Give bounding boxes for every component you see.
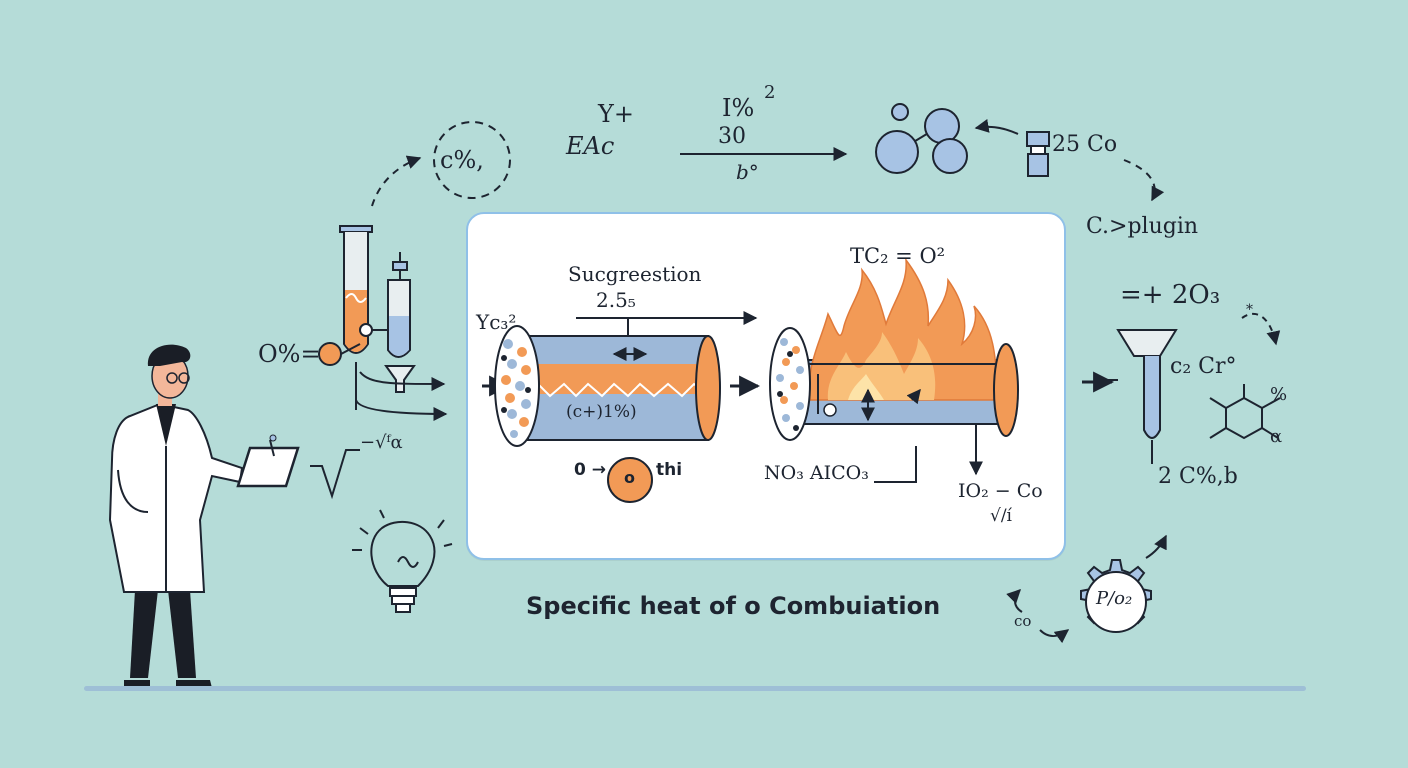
label-tc2: TC₂ = O² — [850, 244, 946, 268]
label-c2cr: c₂ Cr° — [1170, 354, 1237, 379]
label-io2: IO₂ − Co — [958, 480, 1043, 502]
label-c-percent: c%, — [440, 146, 484, 174]
scientist-figure — [108, 344, 244, 688]
label-no3: NO₃ AICO₃ — [764, 462, 869, 484]
ground-line — [84, 686, 1306, 691]
lightbulb-icon — [352, 509, 453, 613]
molecule-structure-icon — [1209, 384, 1281, 440]
label-alpha: α — [1270, 426, 1283, 447]
label-thi: thi — [656, 460, 683, 480]
label-co: co — [1014, 612, 1032, 630]
label-b-deg: b° — [736, 160, 759, 184]
label-c-percent-inner: (c+)1%) — [566, 402, 637, 422]
sqrt-icon — [310, 449, 360, 500]
reaction-panel: Yc₃² Sucgreestion 2.5₅ (c+)1%) 0 → o thi… — [466, 212, 1066, 560]
tablet-icon — [236, 434, 300, 488]
label-co25: 25 Co — [1052, 132, 1118, 157]
label-sqrt-a: −√ᶠα — [360, 432, 403, 453]
orange-ball-icon — [318, 342, 342, 366]
label-value-25: 2.5₅ — [596, 288, 636, 312]
label-e-ac: EAc — [566, 132, 615, 160]
label-eq-2o3: =+ 2O₃ — [1120, 280, 1221, 310]
label-percent: % — [1270, 384, 1288, 405]
label-ycs: Yc₃² — [476, 310, 517, 334]
label-30: 30 — [718, 124, 746, 149]
diagram-caption: Specific heat of o Combuiation — [526, 592, 941, 620]
label-gear: P/o₂ — [1096, 588, 1133, 609]
orange-circle-icon — [607, 457, 653, 503]
label-vli: √/í — [990, 506, 1012, 526]
reactor-pipe-1 — [494, 325, 721, 447]
label-o-percent: O%= — [258, 340, 321, 368]
burette-icon — [359, 252, 446, 393]
funnel-tube-icon — [1100, 329, 1178, 464]
gear-icon — [1080, 559, 1152, 633]
label-i-percent: I% — [722, 94, 755, 122]
reactor-pipe-2 — [769, 257, 1019, 441]
test-tube-icon — [339, 225, 448, 421]
molecule-icon — [875, 103, 968, 174]
device-icon — [1026, 131, 1050, 177]
label-sucgreestion: Sucgreestion — [568, 262, 702, 286]
label-c-percent-b: 2 C%,b — [1158, 464, 1238, 489]
dashed-circle-icon — [371, 121, 511, 207]
svg-text:*: * — [1246, 302, 1253, 318]
label-o-arrow: 0 → — [574, 460, 606, 480]
label-y-plus: Y+ — [598, 100, 634, 128]
panel-drawing — [482, 257, 1019, 503]
label-sup2: 2 — [764, 82, 776, 103]
label-c-plugin: C.>plugin — [1086, 214, 1199, 239]
label-o-circle: o — [624, 468, 635, 487]
